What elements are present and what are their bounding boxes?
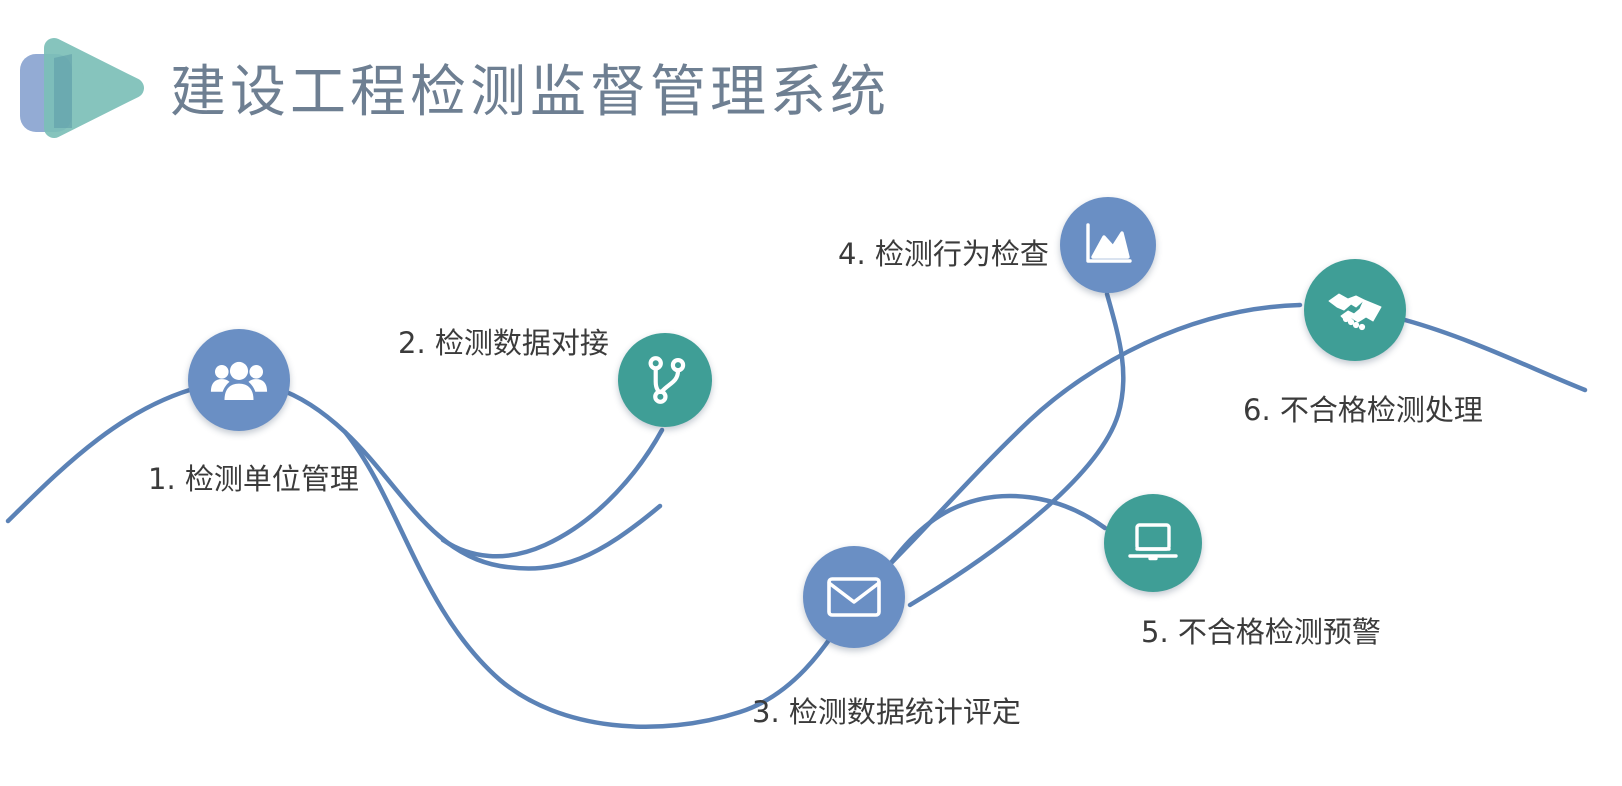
app-logo [8, 28, 148, 148]
curve-main-trough [342, 429, 857, 729]
flow-node-2-label: 2. 检测数据对接 [398, 326, 609, 360]
curve-main-right [1402, 317, 1588, 393]
flow-node-5[interactable] [1104, 494, 1202, 592]
curve-branch-node4 [907, 291, 1126, 608]
page-title: 建设工程检测监督管理系统 [170, 60, 890, 125]
users-group-icon [210, 361, 268, 400]
flow-node-1-label: 1. 检测单位管理 [148, 462, 359, 496]
flow-node-5-label: 5. 不合格检测预警 [1141, 615, 1381, 649]
curve-branch-node5 [877, 493, 1108, 581]
flow-node-6[interactable] [1304, 259, 1406, 361]
flow-node-4-label: 4. 检测行为检查 [838, 237, 1049, 271]
laptop-icon [1128, 523, 1178, 561]
play-triangle-logo-icon [20, 38, 144, 138]
curve-branch-node2 [440, 427, 665, 559]
flow-node-3-label: 3. 检测数据统计评定 [752, 695, 1021, 729]
area-chart-icon [1086, 223, 1132, 263]
handshake-icon [1328, 293, 1382, 331]
flow-node-6-label: 6. 不合格检测处理 [1243, 393, 1483, 427]
envelope-icon [827, 577, 881, 617]
curve-main-rise [851, 302, 1303, 600]
flow-node-1[interactable] [188, 329, 290, 431]
flow-node-4[interactable] [1060, 197, 1156, 293]
flow-node-3[interactable] [803, 546, 905, 648]
page-header: 建设工程检测监督管理系统 [0, 0, 1622, 180]
flow-node-2[interactable] [618, 333, 712, 427]
code-branch-icon [648, 356, 686, 404]
